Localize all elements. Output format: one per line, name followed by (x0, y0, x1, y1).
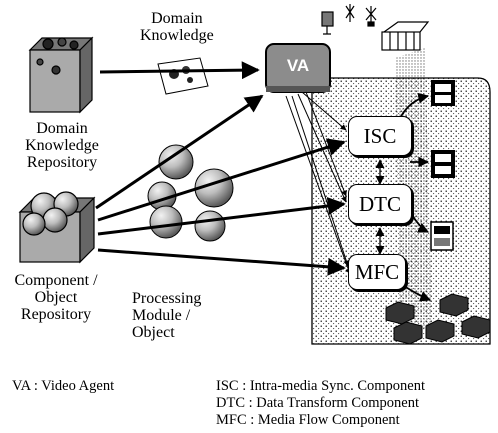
domain-knowledge-sheet-icon (157, 57, 209, 95)
domain-knowledge-label: Domain Knowledge (140, 10, 214, 44)
repository-to-isc-arrow (97, 138, 346, 222)
dtc-label: DTC (359, 192, 401, 216)
mfc-component-node: MFC (348, 254, 406, 290)
va-control-line (291, 95, 350, 267)
film-strip-icon (431, 150, 455, 178)
media-sources-icon (321, 4, 430, 51)
processing-module-label: Processing Module / Object (132, 290, 202, 341)
va-control-line (285, 95, 351, 275)
va-control-line (301, 91, 347, 131)
mfc-label: MFC (354, 260, 400, 284)
component-object-repository-icon (18, 191, 96, 264)
domain-knowledge-repository-icon (28, 36, 94, 114)
isc-label: ISC (363, 124, 397, 148)
isc-component-node: ISC (348, 116, 412, 156)
component-object-repository-label: Component / Object Repository (14, 272, 98, 323)
domain-knowledge-repository-label: Domain Knowledge Repository (25, 120, 99, 171)
repository-to-dtc-arrow (97, 197, 346, 236)
film-strip-icon (431, 80, 455, 106)
legend-dtc: DTC : Data Transform Component (216, 395, 419, 411)
repository-to-mfc-arrow (97, 248, 346, 276)
flow-arrow (399, 92, 430, 119)
legend-mfc: MFC : Media Flow Component (216, 412, 400, 428)
legend-isc: ISC : Intra-media Sync. Component (216, 378, 426, 394)
video-agent-label: VA (286, 56, 310, 75)
knowledge-flow-arrow (99, 61, 260, 80)
output-objects-icon (385, 293, 491, 345)
repository-to-va-arrow (95, 94, 264, 210)
dtc-component-node: DTC (348, 184, 412, 224)
flow-arrow (403, 285, 432, 302)
legend-video-agent: VA : Video Agent (12, 378, 115, 394)
document-frame-icon (430, 221, 454, 251)
